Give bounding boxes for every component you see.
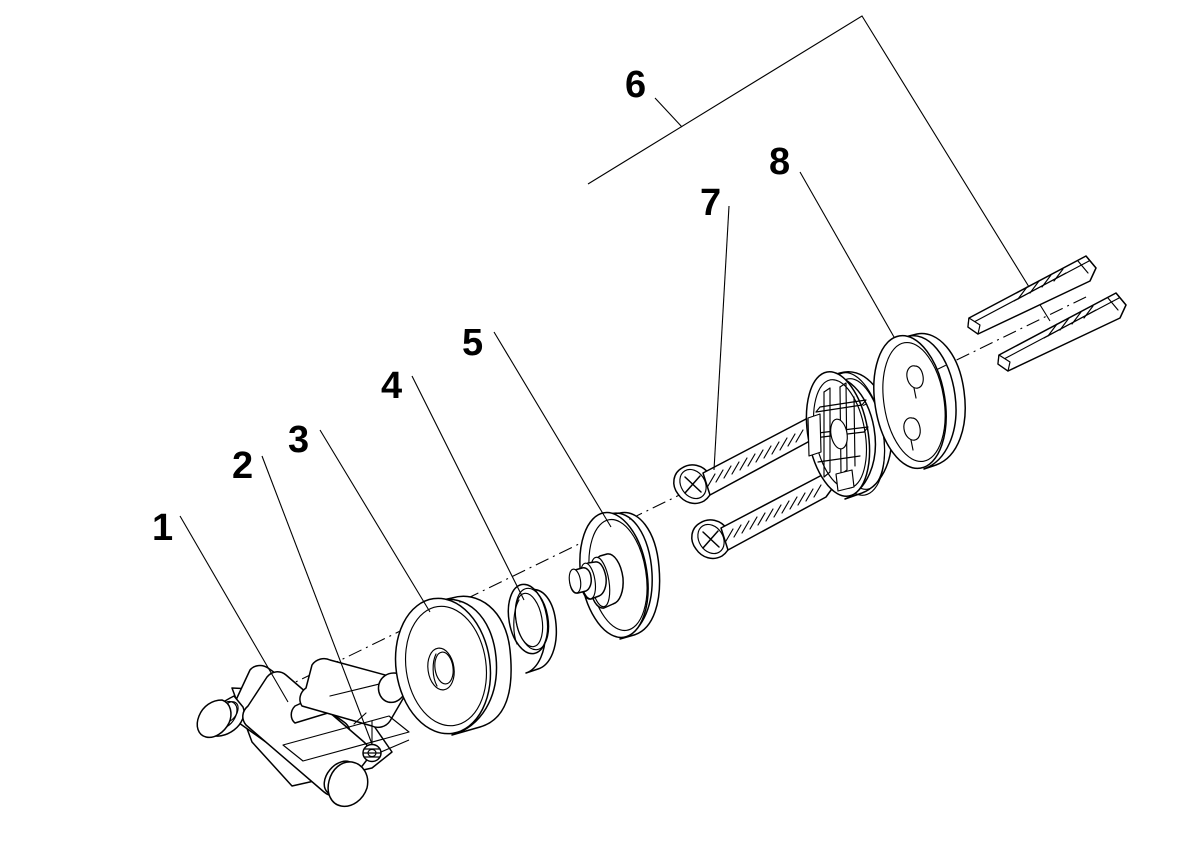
part-backplate <box>873 332 966 470</box>
wall-plug-upper-mouth <box>967 317 981 335</box>
backplate-face-contour <box>882 341 946 463</box>
callout-8-label: 8 <box>769 141 790 183</box>
screw-upper-threads <box>707 429 804 487</box>
part-grub-screw <box>362 721 410 763</box>
mounting-body-center-hole <box>830 418 848 450</box>
wall-plug-lower-mouth <box>997 354 1011 372</box>
grub-screw-pointer-right <box>380 739 410 753</box>
callout-7-leader <box>713 205 730 471</box>
part-gasket-oring <box>507 583 558 674</box>
fixing-screw-upper <box>673 418 823 505</box>
fixing-kit-bracket <box>587 15 1051 322</box>
part-lever-handle <box>196 657 410 808</box>
gasket-ring-mid-contour <box>514 587 550 651</box>
wall-plug-lower-collar <box>1115 292 1127 306</box>
callout-3[interactable]: 3 <box>288 419 431 613</box>
centerline-path <box>231 295 1089 714</box>
callout-6-label: 6 <box>625 64 646 106</box>
callout-8[interactable]: 8 <box>769 141 895 338</box>
rosette-bore-shadow <box>432 653 438 687</box>
wall-plug-upper-edge <box>973 260 1090 323</box>
lever-mount-tab <box>282 715 410 762</box>
wall-plug-upper-collar-2 <box>1077 260 1089 274</box>
callout-5[interactable]: 5 <box>462 322 612 528</box>
wall-plug-upper-collar <box>1085 255 1097 269</box>
callout-7-label: 7 <box>700 182 721 224</box>
screw-lower-threads <box>725 484 822 542</box>
callout-4[interactable]: 4 <box>381 365 525 601</box>
callout-1-label: 1 <box>152 507 173 549</box>
spindle-plate-thickness <box>609 511 661 640</box>
lever-left-end-cap <box>196 699 232 739</box>
part-fixing-screws <box>673 418 841 560</box>
callout-4-label: 4 <box>381 365 402 407</box>
rosette-rim-inner-contour <box>404 605 488 727</box>
callout-8-leader <box>799 171 895 338</box>
screw-upper-head-rim <box>679 468 707 500</box>
callout-layer: 1 2 3 4 5 6 <box>152 64 895 745</box>
callout-5-leader <box>493 331 612 528</box>
fixing-screw-lower <box>691 473 841 560</box>
rosette-bore-inner <box>434 651 454 685</box>
callout-4-leader <box>411 375 525 601</box>
callout-3-leader <box>319 429 431 613</box>
wall-plug-lower-edge <box>1003 297 1120 360</box>
wall-plug-lower-collar-2 <box>1107 297 1119 311</box>
screw-lower-head-rim <box>697 523 725 555</box>
bracket-path <box>587 15 1051 322</box>
lever-right-end-cap <box>327 761 369 808</box>
callout-6[interactable]: 6 <box>625 64 683 128</box>
callout-3-label: 3 <box>288 419 309 461</box>
callout-1[interactable]: 1 <box>152 507 289 703</box>
spindle-boss-shaft-tip <box>568 568 582 594</box>
wall-plug-upper <box>967 255 1097 335</box>
backplate-keyhole-upper <box>906 365 924 389</box>
callout-5-label: 5 <box>462 322 483 364</box>
part-wall-plugs <box>967 255 1127 372</box>
mounting-body-bottom-tab <box>835 469 855 492</box>
callout-2[interactable]: 2 <box>232 445 373 745</box>
wall-plug-lower <box>997 292 1127 372</box>
lever-tab-edge-line <box>353 712 367 725</box>
callout-6-leader <box>654 97 683 128</box>
backplate-face <box>873 334 947 470</box>
backplate-keyhole-lower-slot <box>910 439 914 451</box>
callout-1-leader <box>179 515 289 703</box>
part-spindle-plate <box>568 511 661 640</box>
backplate-keyhole-upper-slot <box>913 387 917 399</box>
grub-screw-socket <box>367 748 377 758</box>
callout-2-label: 2 <box>232 445 253 487</box>
callout-2-leader <box>261 455 373 745</box>
rosette-rim-thickness <box>437 595 512 736</box>
mounting-body-lug <box>807 413 822 457</box>
screw-lower-cross-recess-2 <box>702 531 720 548</box>
gasket-highlight <box>513 599 520 645</box>
backplate-thickness <box>904 332 966 470</box>
callout-7[interactable]: 7 <box>700 182 730 471</box>
backplate-keyhole-lower <box>903 417 921 441</box>
part-rosette-ring <box>394 595 512 736</box>
assembly-centerline <box>231 295 1089 714</box>
screw-upper-cross-recess-2 <box>684 476 702 493</box>
